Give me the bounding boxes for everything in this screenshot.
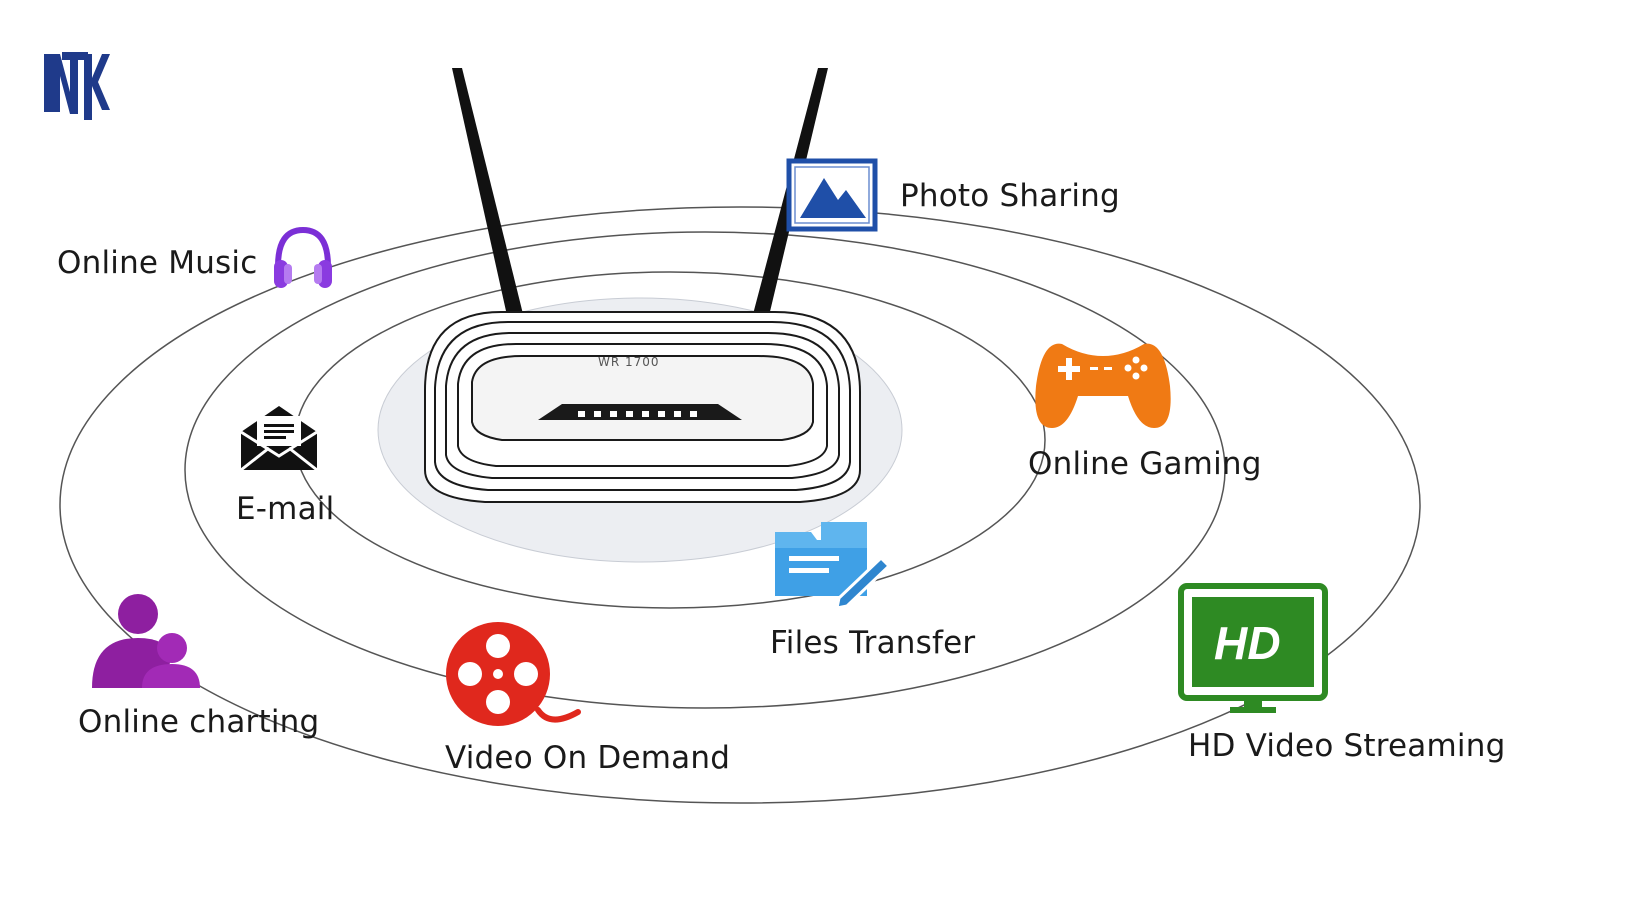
hd-icon-text: HD [1214, 617, 1281, 669]
hd-monitor-icon [1178, 583, 1328, 715]
ntk-logo [40, 48, 112, 126]
film-reel-icon [442, 620, 582, 730]
headphones-icon [270, 224, 336, 292]
router-model-text: WR 1700 [598, 355, 660, 369]
shield-logo-icon [42, 50, 110, 124]
email-label: E-mail [236, 491, 335, 527]
folder-edit-icon [771, 518, 891, 608]
envelope-icon [237, 404, 321, 474]
online-chatting-label: Online charting [78, 704, 320, 740]
gamepad-icon [1032, 336, 1174, 432]
middle-ring [184, 231, 1226, 709]
router-led-strip [538, 404, 742, 420]
photo-sharing-label: Photo Sharing [900, 178, 1120, 214]
video-on-demand-label: Video On Demand [445, 740, 731, 776]
hd-video-streaming-label: HD Video Streaming [1188, 728, 1506, 764]
image-icon [786, 158, 878, 232]
router-leds [578, 411, 697, 417]
files-transfer-label: Files Transfer [770, 625, 976, 661]
router-antenna-left [452, 68, 524, 320]
users-icon [86, 592, 202, 690]
online-gaming-label: Online Gaming [1028, 446, 1262, 482]
outer-ring [59, 206, 1421, 804]
online-music-label: Online Music [57, 245, 258, 281]
